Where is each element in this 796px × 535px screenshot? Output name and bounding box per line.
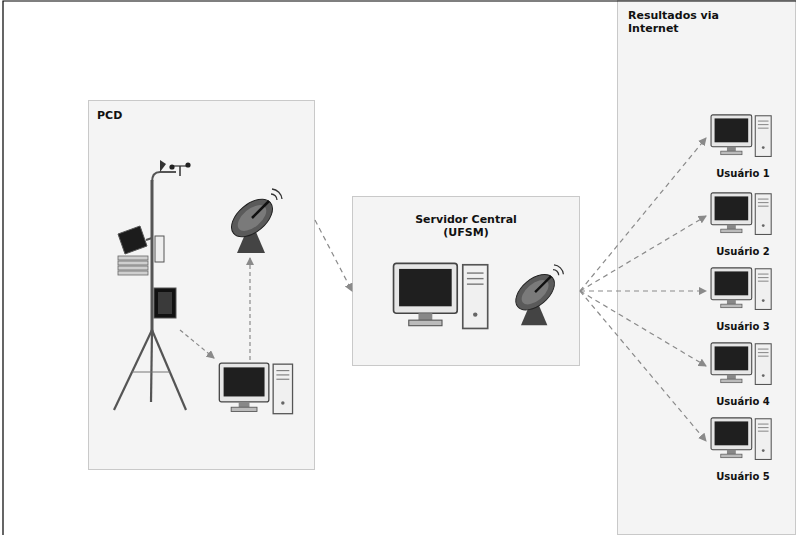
- data-link: [180, 330, 214, 358]
- connector-arrow: [580, 291, 706, 441]
- station-arm: [152, 172, 176, 182]
- tripod-brace: [132, 372, 170, 373]
- computer-icon: [711, 418, 771, 460]
- connector-arrow: [580, 290, 706, 291]
- computer-icon: [711, 193, 771, 235]
- panel-title: Servidor Central (UFSM): [396, 197, 536, 239]
- computer-icon: [711, 343, 771, 385]
- connector-arrow: [315, 220, 352, 291]
- panel-title: Resultados via Internet: [618, 1, 740, 35]
- computer-icon: [219, 363, 292, 414]
- connector-arrow: [580, 138, 706, 291]
- station-panel: PCD: [88, 100, 315, 470]
- shield-plate: [118, 261, 148, 265]
- anemometer-cup: [185, 162, 190, 167]
- figure-frame: [3, 1, 796, 535]
- radiation-shield: [118, 256, 148, 275]
- tripod-leg: [152, 330, 186, 410]
- tripod-leg: [114, 330, 152, 410]
- shield-plate: [118, 266, 148, 270]
- satellite-dish: [225, 189, 282, 253]
- computer-icon: [394, 263, 488, 328]
- connector-arrow: [580, 216, 706, 291]
- logger-box: [154, 288, 176, 318]
- solar-panel: [118, 226, 147, 254]
- panel-title: PCD: [89, 101, 314, 122]
- data-link: [249, 258, 250, 360]
- user-label: Usuário 3: [716, 321, 770, 333]
- panel-bracket: [146, 238, 152, 240]
- user-label: Usuário 4: [716, 396, 770, 408]
- weather-station: [114, 160, 191, 410]
- connector-arrow: [580, 291, 706, 366]
- anemometer-shaft: [179, 166, 181, 176]
- wind-vane: [160, 160, 166, 172]
- sensor-box: [155, 236, 164, 262]
- computer-icon: [711, 115, 771, 157]
- station-mast: [151, 180, 154, 332]
- satellite-dish: [509, 265, 563, 325]
- anemometer-cup: [169, 164, 174, 169]
- user-label: Usuário 5: [716, 471, 770, 483]
- shield-plate: [118, 271, 148, 275]
- shield-plate: [118, 256, 148, 260]
- computer-icon: [711, 268, 771, 310]
- tripod-leg: [151, 330, 152, 402]
- user-label: Usuário 1: [716, 168, 770, 180]
- logger-door: [158, 292, 172, 314]
- user-label: Usuário 2: [716, 246, 770, 258]
